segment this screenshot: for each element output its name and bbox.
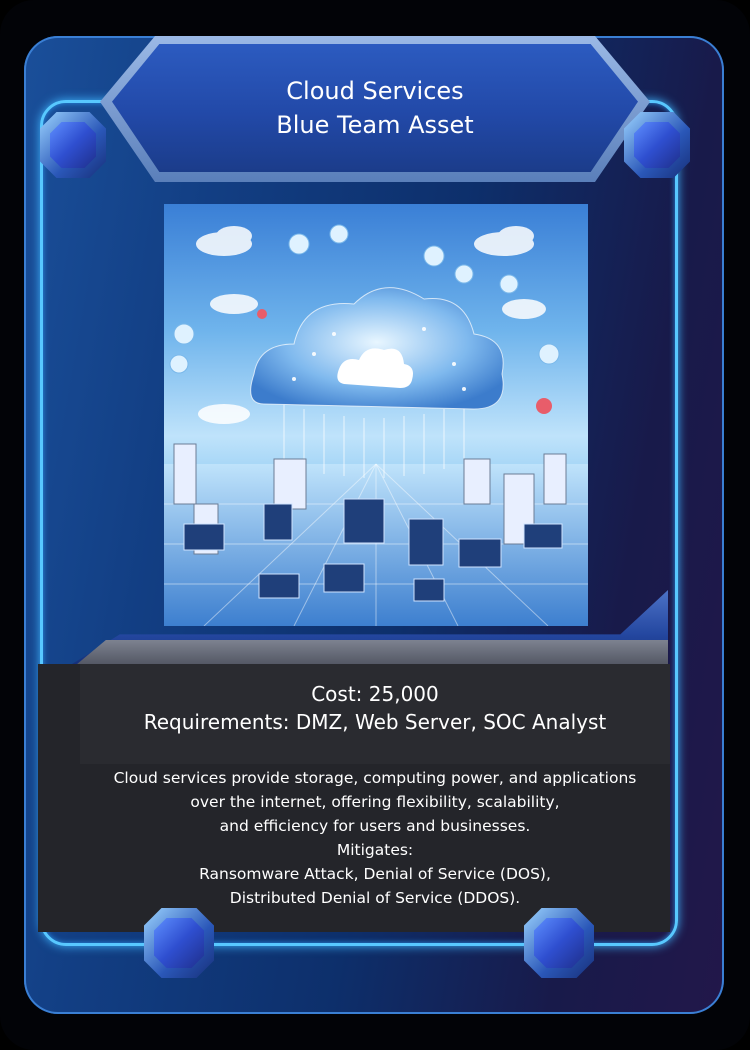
mitigates-line: Distributed Denial of Service (DDOS). xyxy=(229,889,521,907)
card-artwork xyxy=(164,204,588,626)
description-line: over the internet, offering flexibility,… xyxy=(190,793,560,811)
card-title-line1: Cloud Services xyxy=(286,77,464,105)
bottom-left-gem-icon xyxy=(144,908,214,978)
description-line: Cloud services provide storage, computin… xyxy=(113,769,637,787)
requirements-label: Requirements: DMZ, Web Server, SOC Analy… xyxy=(143,710,607,734)
description-line: and efficiency for users and businesses. xyxy=(219,817,531,835)
cloud-network-illustration xyxy=(164,224,588,626)
card-title: Cloud Services Blue Team Asset xyxy=(112,74,638,142)
card-title-line2: Blue Team Asset xyxy=(276,111,474,139)
title-banner xyxy=(112,44,638,172)
mitigates-heading: Mitigates: xyxy=(336,841,414,859)
bottom-right-gem-icon xyxy=(524,908,594,978)
cost-label: Cost: 25,000 xyxy=(311,682,439,706)
description-block: Cloud services provide storage, computin… xyxy=(80,766,670,910)
top-left-gem-icon xyxy=(40,112,106,178)
mitigates-line: Ransomware Attack, Denial of Service (DO… xyxy=(199,865,551,883)
stats-block: Cost: 25,000 Requirements: DMZ, Web Serv… xyxy=(80,680,670,736)
top-right-gem-icon xyxy=(624,112,690,178)
text-panel-top xyxy=(80,664,670,764)
